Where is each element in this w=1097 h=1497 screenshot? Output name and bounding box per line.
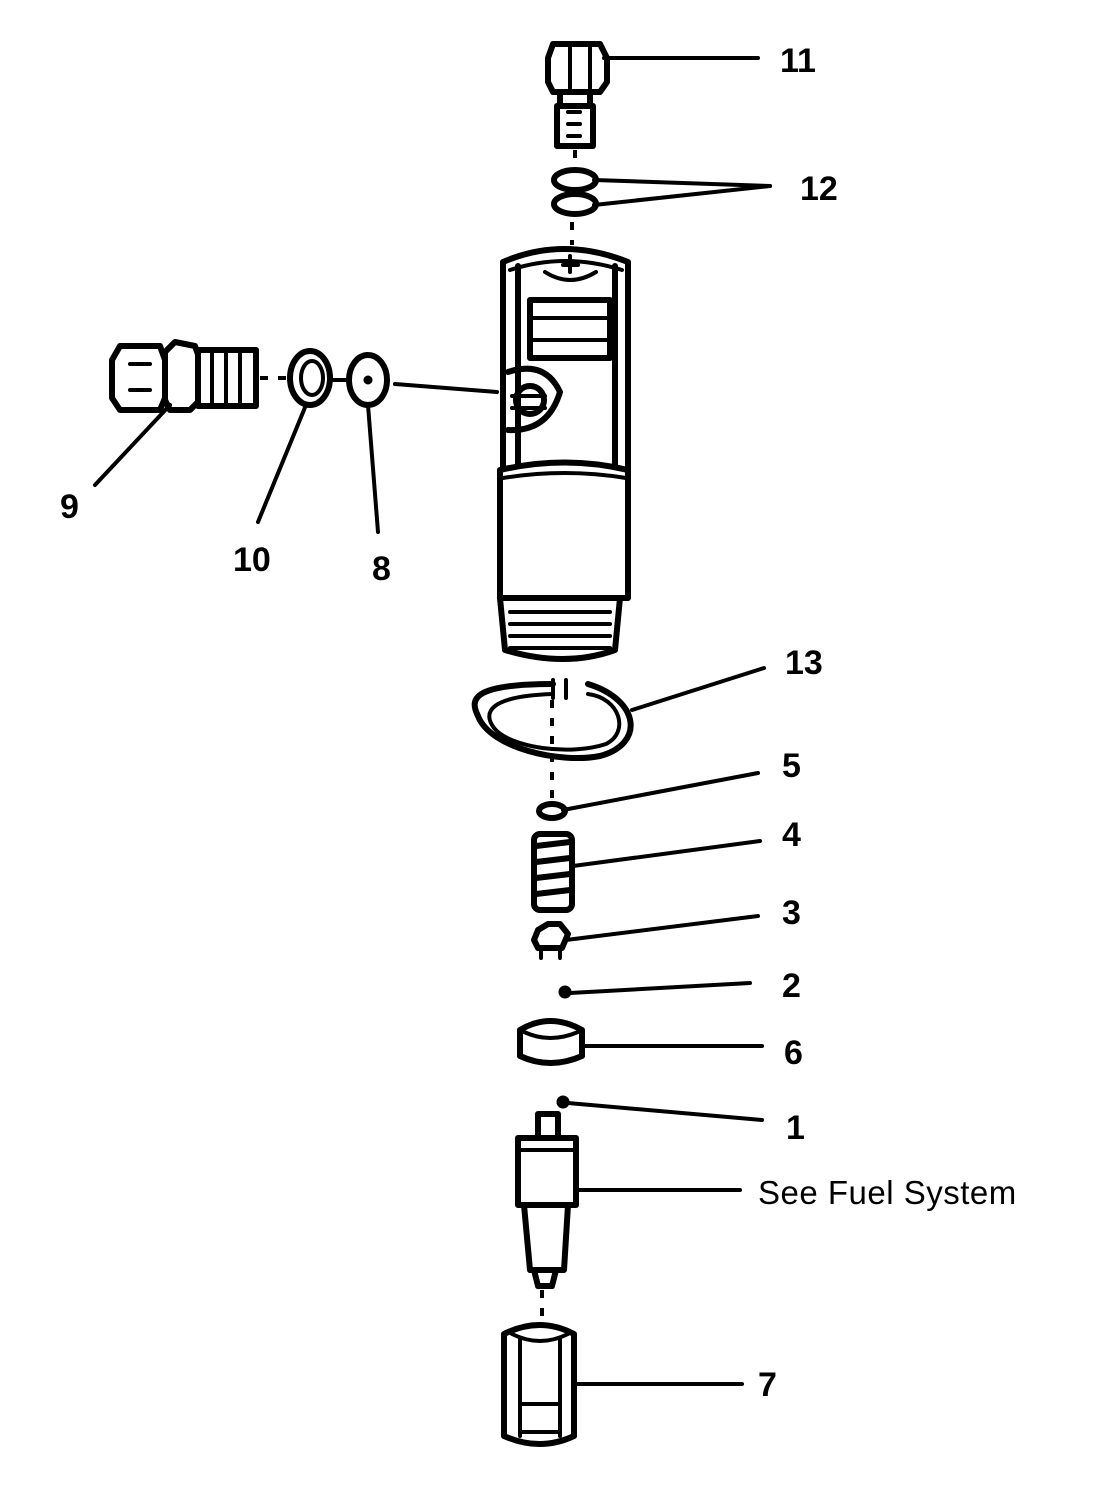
callout-7: 7 <box>758 1366 777 1404</box>
callout-8: 8 <box>372 550 391 588</box>
callout-2: 2 <box>782 967 801 1005</box>
part-12-washers <box>551 167 599 217</box>
part-3-spring-seat <box>531 921 571 960</box>
part-7-nozzle-nut <box>501 1322 577 1447</box>
part-11-bolt <box>545 41 610 149</box>
leader-lines <box>93 56 772 1386</box>
part-13-snap-ring <box>471 678 634 762</box>
see-fuel-system-note: See Fuel System <box>758 1174 1017 1211</box>
part-8-washer <box>346 352 390 408</box>
nozzle <box>515 1111 579 1289</box>
callout-12: 12 <box>800 170 838 208</box>
callout-3: 3 <box>782 894 801 932</box>
callout-13: 13 <box>785 644 823 682</box>
callout-10: 10 <box>233 541 271 579</box>
part-4-spring <box>531 831 575 913</box>
callout-9: 9 <box>60 488 79 526</box>
callout-5: 5 <box>782 747 801 785</box>
callout-6: 6 <box>784 1034 803 1072</box>
part-9-inlet-fitting <box>109 339 259 413</box>
callout-1: 1 <box>786 1109 805 1147</box>
injector-holder-body <box>497 246 631 662</box>
part-10-filter <box>287 348 333 408</box>
callout-4: 4 <box>782 816 801 854</box>
part-6-disc <box>517 1018 585 1066</box>
callout-11: 11 <box>780 42 816 80</box>
part-5-washer <box>536 801 568 821</box>
